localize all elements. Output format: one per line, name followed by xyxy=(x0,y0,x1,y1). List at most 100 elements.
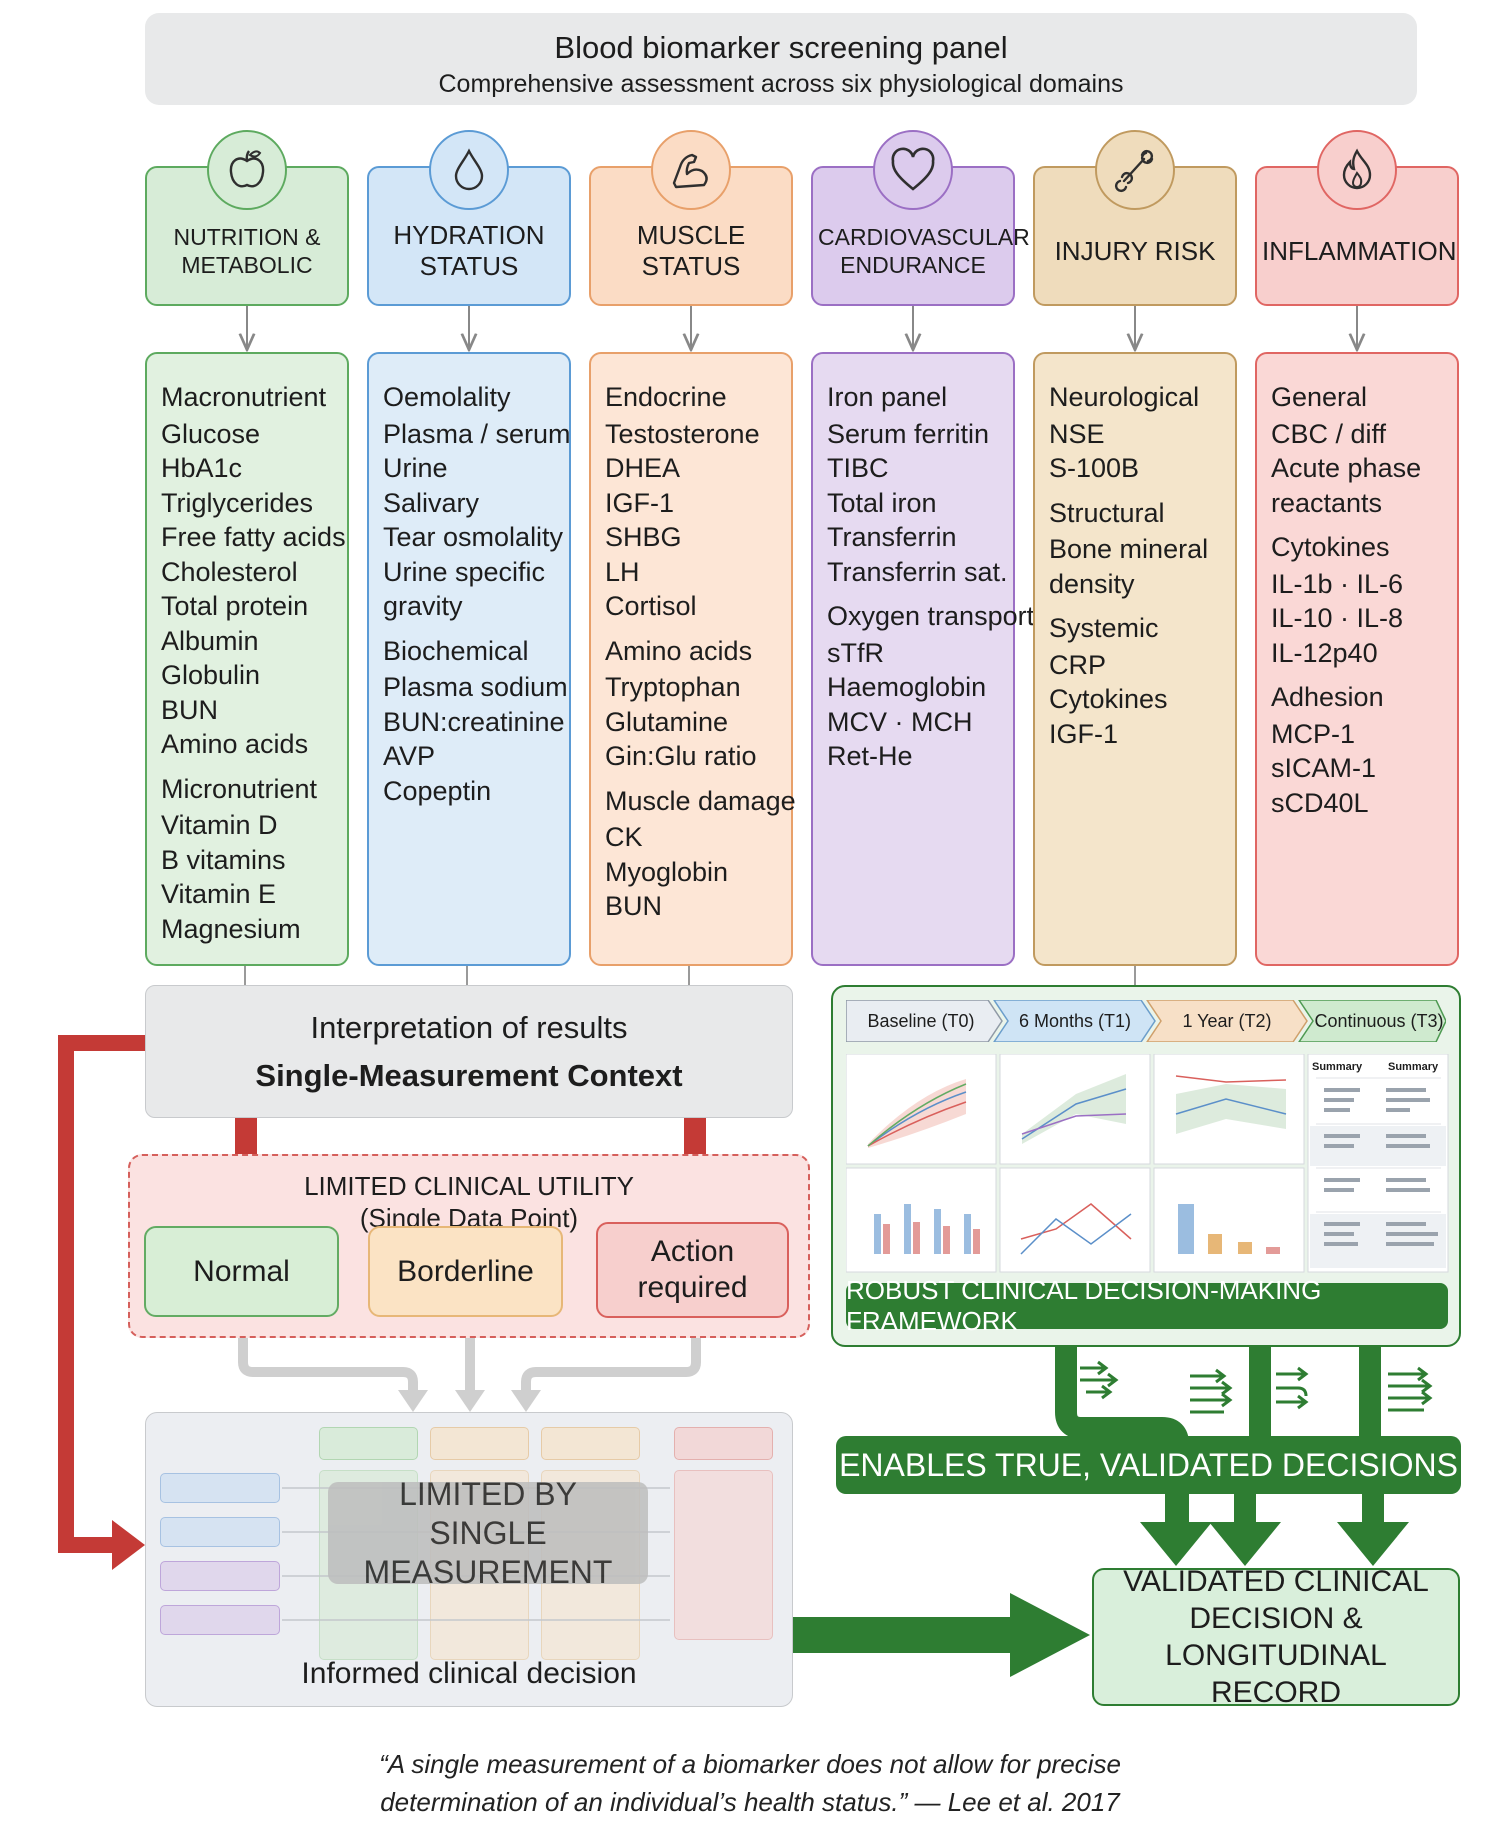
normal-result-box: Normal xyxy=(144,1226,339,1317)
limited-by-single-measurement-label: LIMITED BY SINGLE MEASUREMENT xyxy=(363,1475,613,1590)
biomarker-item: Plasma / serum xyxy=(383,418,571,449)
biomarker-item: Urine xyxy=(383,453,448,483)
thumb-line-4 xyxy=(999,1167,1151,1273)
biomarker-item: Testosterone xyxy=(605,418,760,449)
biomarker-item: BUN xyxy=(161,694,219,725)
tab-6-months[interactable]: 6 Months (T1) xyxy=(1018,1010,1132,1031)
quote-line-2: determination of an individual’s health … xyxy=(380,1787,1120,1817)
biomarker-item: BUN xyxy=(605,891,663,921)
interpretation-box: Interpretation of results Single-Measure… xyxy=(145,985,793,1118)
validated-decision-label: VALIDATED CLINICAL DECISION & LONGITUDIN… xyxy=(1123,1565,1429,1709)
heart-icon xyxy=(873,130,953,210)
validated-decision-box: VALIDATED CLINICAL DECISION & LONGITUDIN… xyxy=(1092,1565,1460,1709)
biomarker-item: Serum ferritin xyxy=(827,418,990,449)
group-label: Systemic xyxy=(1049,613,1159,643)
framework-banner: ROBUST CLINICAL DECISION-MAKING FRAMEWOR… xyxy=(846,1275,1448,1336)
biomarker-item: Transferrin sat. xyxy=(827,556,1008,587)
biomarker-item: sTfR xyxy=(827,637,884,668)
biomarker-item: Tryptophan xyxy=(605,672,741,702)
category-title: NUTRITION & METABOLIC xyxy=(173,224,321,278)
biomarker-item: CK xyxy=(605,822,643,852)
borderline-label: Borderline xyxy=(397,1254,534,1288)
group-label: Endocrine xyxy=(605,382,727,412)
tab-continuous-bg xyxy=(1298,1000,1446,1042)
biomarker-item: density xyxy=(1049,568,1135,599)
biomarker-item: IGF-1 xyxy=(1049,718,1119,749)
biomarker-item: Bone mineral xyxy=(1049,534,1209,564)
borderline-result-box: Borderline xyxy=(368,1226,563,1317)
ghost-cell xyxy=(319,1427,418,1460)
biomarker-item: reactants xyxy=(1271,487,1383,518)
ghost-cell xyxy=(541,1427,640,1460)
group-label: Micronutrient xyxy=(161,773,318,804)
tab-1-year[interactable]: 1 Year (T2) xyxy=(1182,1010,1272,1031)
biomarker-item: Globulin xyxy=(161,660,261,690)
biomarker-item: HbA1c xyxy=(161,453,243,483)
limited-by-single-measurement-badge: LIMITED BY SINGLE MEASUREMENT xyxy=(328,1476,648,1590)
biomarker-item: Triglycerides xyxy=(161,487,314,518)
quote-line-1: “A single measurement of a biomarker doe… xyxy=(379,1749,1121,1779)
green-main-arrow-shaft xyxy=(793,1617,1033,1653)
bone-icon xyxy=(1095,130,1175,210)
category-muscle-status: MUSCLE STATUS xyxy=(589,166,793,306)
thumb-bar-2 xyxy=(1153,1167,1305,1273)
biomarker-item: IL-10 · IL-8 xyxy=(1271,603,1404,633)
red-bypass-arrow xyxy=(58,1035,145,1553)
biomarker-item: Haemoglobin xyxy=(827,672,987,702)
group-label: Neurological xyxy=(1049,382,1200,412)
group-label: Biochemical xyxy=(383,635,529,666)
group-label: Macronutrient xyxy=(161,382,327,412)
thumb-bar-1 xyxy=(846,1167,997,1273)
category-title: CARDIOVASCULAR ENDURANCE xyxy=(818,224,1030,278)
category-title: HYDRATION STATUS xyxy=(393,220,545,281)
ghost-cell xyxy=(430,1427,529,1460)
group-label: Oemolality xyxy=(383,382,511,412)
citation-quote: “A single measurement of a biomarker doe… xyxy=(250,1745,1250,1821)
group-label: Structural xyxy=(1049,497,1165,528)
tab-continuous[interactable]: Continuous (T3) xyxy=(1314,1010,1444,1031)
biomarker-item: sCD40L xyxy=(1271,787,1369,818)
biomarker-item: Free fatty acids xyxy=(161,522,346,552)
biomarker-item: S-100B xyxy=(1049,453,1140,483)
action-required-box: Action required xyxy=(596,1222,789,1318)
action-required-label: Action required xyxy=(637,1235,748,1304)
apple-icon xyxy=(207,130,287,210)
biomarker-item: Urine specific xyxy=(383,556,546,587)
biomarker-item: gravity xyxy=(383,591,463,621)
tab-baseline[interactable]: Baseline (T0) xyxy=(867,1010,975,1031)
biomarker-item: Magnesium xyxy=(161,913,301,944)
flow-glyph-icons xyxy=(1080,1360,1433,1414)
biomarker-item: B vitamins xyxy=(161,844,286,875)
biomarker-item: BUN:creatinine xyxy=(383,706,565,737)
biomarker-item: MCP-1 xyxy=(1271,718,1356,749)
group-label: Oxygen transport xyxy=(827,601,1035,631)
gray-convergence-heads xyxy=(398,1390,541,1412)
normal-label: Normal xyxy=(193,1254,290,1288)
biomarker-item: CRP xyxy=(1049,649,1107,680)
biomarker-item: Cholesterol xyxy=(161,556,298,587)
biomarker-item: Glucose xyxy=(161,418,261,449)
biomarker-item: Ret-He xyxy=(827,741,913,771)
biomarker-item: LH xyxy=(605,556,640,587)
biomarker-item: DHEA xyxy=(605,453,681,483)
group-label: Muscle damage xyxy=(605,785,796,816)
enables-banner: ENABLES TRUE, VALIDATED DECISIONS xyxy=(836,1436,1461,1494)
biomarker-item: Gin:Glu ratio xyxy=(605,741,757,771)
biomarker-item: IGF-1 xyxy=(605,487,675,518)
biomarker-item: Tear osmolality xyxy=(383,522,564,552)
biomarker-item: SHBG xyxy=(605,522,682,552)
biomarker-item: Amino acids xyxy=(161,729,309,759)
biomarker-item: Cytokines xyxy=(1049,684,1168,714)
tab-6months-bg xyxy=(993,1000,1156,1042)
interpretation-title: Interpretation of results xyxy=(310,1010,628,1045)
biomarker-item: sICAM-1 xyxy=(1271,753,1377,783)
biomarker-item: Myoglobin xyxy=(605,856,729,887)
biomarker-item: TIBC xyxy=(827,453,889,483)
ghost-cell xyxy=(674,1427,773,1460)
timeline-tabs xyxy=(846,1000,1446,1042)
tab-1year-bg xyxy=(1146,1000,1308,1042)
red-bypass-arrowhead xyxy=(112,1520,145,1570)
biomarker-item: Vitamin E xyxy=(161,879,277,909)
